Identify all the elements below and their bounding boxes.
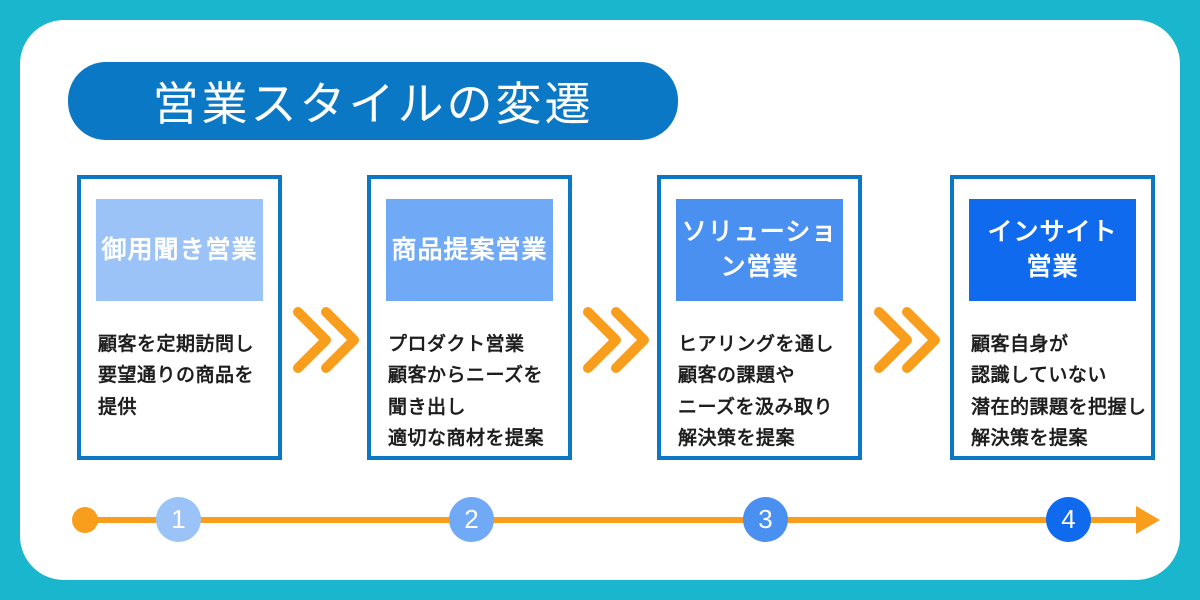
content-card: 営業スタイルの変遷 御用聞き営業 顧客を定期訪問し 要望通りの商品を 提供 商品… bbox=[20, 20, 1180, 580]
stage-3-header: ソリューショ ン営業 bbox=[676, 199, 843, 301]
title-banner: 営業スタイルの変遷 bbox=[68, 62, 678, 140]
timeline-step-2: 2 bbox=[449, 497, 494, 542]
stage-box-3: ソリューショ ン営業 ヒアリングを通し 顧客の課題や ニーズを汲み取り 解決策を… bbox=[657, 175, 862, 460]
stage-3-description: ヒアリングを通し 顧客の課題や ニーズを汲み取り 解決策を提案 bbox=[678, 334, 835, 450]
double-chevron-icon bbox=[583, 307, 649, 373]
stage-1-header: 御用聞き営業 bbox=[96, 199, 263, 301]
stage-box-4: インサイト 営業 顧客自身が 認識していない 潜在的課題を把握し 解決策を提案 bbox=[950, 175, 1155, 460]
stage-box-1: 御用聞き営業 顧客を定期訪問し 要望通りの商品を 提供 bbox=[77, 175, 282, 460]
timeline-start-dot bbox=[72, 507, 98, 533]
stage-2-header: 商品提案営業 bbox=[386, 199, 553, 301]
timeline-line bbox=[84, 517, 1140, 523]
stage-4-description: 顧客自身が 認識していない 潜在的課題を把握し 解決策を提案 bbox=[971, 334, 1147, 450]
timeline-step-4: 4 bbox=[1046, 497, 1091, 542]
timeline-step-1: 1 bbox=[156, 497, 201, 542]
stage-1-description: 顧客を定期訪問し 要望通りの商品を 提供 bbox=[98, 334, 255, 418]
stage-box-2: 商品提案営業 プロダクト営業 顧客からニーズを 聞き出し 適切な商材を提案 bbox=[367, 175, 572, 460]
timeline-arrowhead-icon bbox=[1136, 506, 1160, 534]
stage-4-header: インサイト 営業 bbox=[969, 199, 1136, 301]
page-title: 営業スタイルの変遷 bbox=[152, 78, 594, 130]
timeline-step-3: 3 bbox=[743, 497, 788, 542]
double-chevron-icon bbox=[874, 307, 940, 373]
stage-2-description: プロダクト営業 顧客からニーズを 聞き出し 適切な商材を提案 bbox=[388, 334, 545, 450]
double-chevron-icon bbox=[293, 307, 359, 373]
